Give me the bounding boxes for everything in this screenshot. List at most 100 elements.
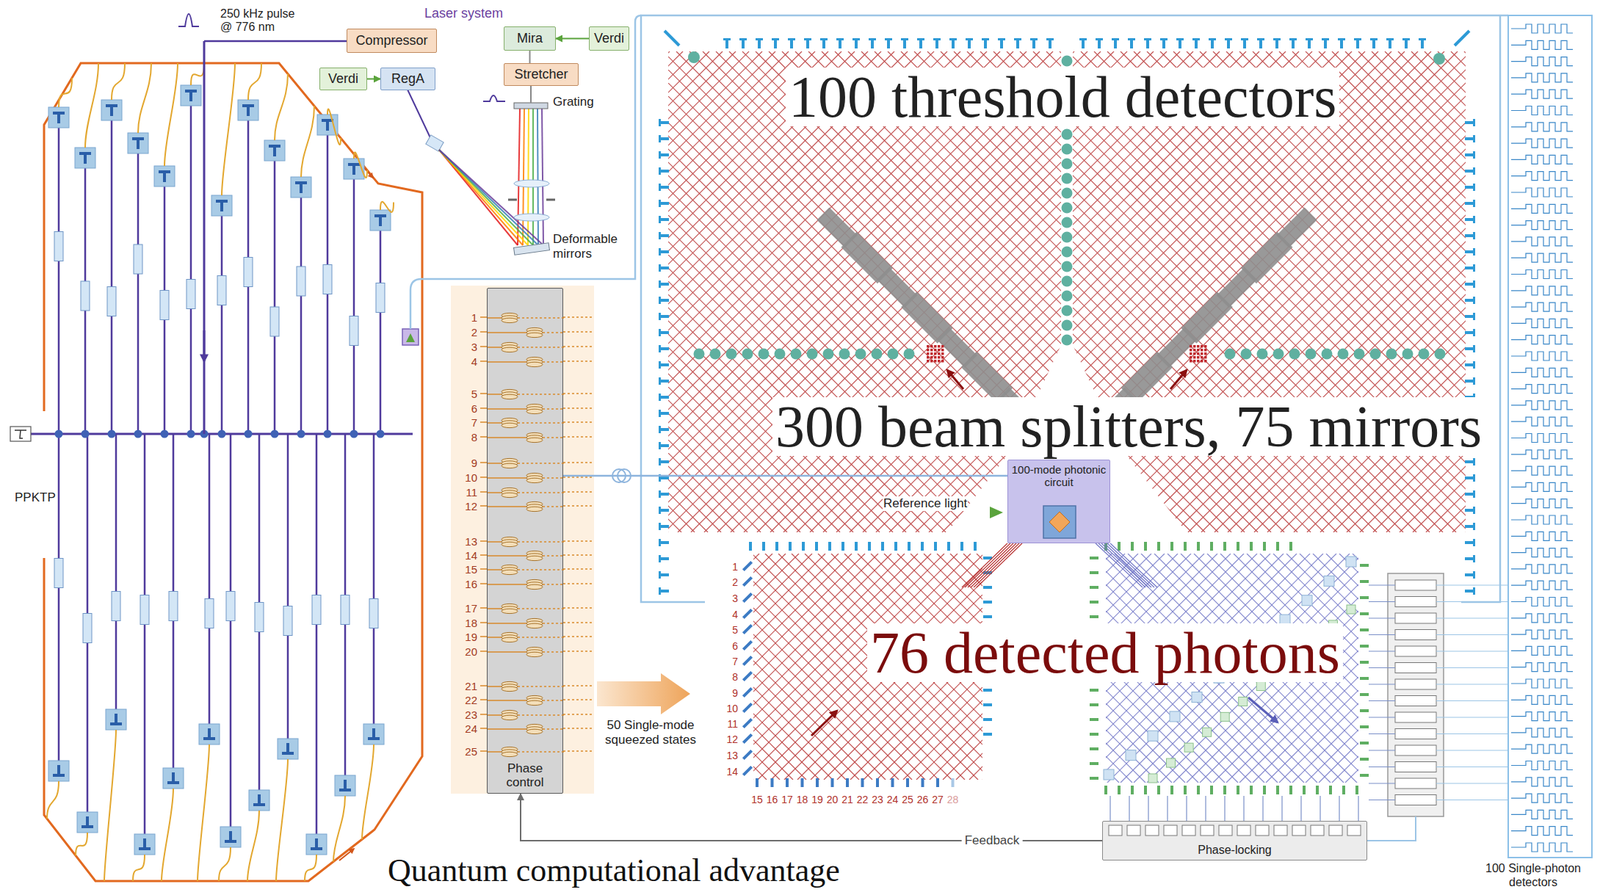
collection-lens xyxy=(158,171,171,183)
label-slot: 24 xyxy=(886,793,900,807)
waveguide xyxy=(187,51,669,533)
detector xyxy=(921,778,925,788)
collection-lens xyxy=(348,164,360,175)
bus-node xyxy=(297,430,306,439)
label-slot: 1 xyxy=(731,560,739,574)
detector-cap xyxy=(1079,38,1087,41)
pointer-arrow xyxy=(947,370,964,390)
detector-cap xyxy=(1472,135,1476,143)
overlay-heading: 100 threshold detectors xyxy=(785,67,1340,127)
phase-shifter xyxy=(1256,682,1266,691)
detector xyxy=(1210,541,1214,551)
node-label: Phase control xyxy=(490,761,560,791)
mirror xyxy=(1337,348,1349,360)
fiber xyxy=(1436,700,1509,702)
fiber xyxy=(1368,716,1396,718)
nanowire-detector xyxy=(1511,73,1573,83)
callout-number: 6 xyxy=(731,641,739,652)
nanowire-detector xyxy=(1511,630,1573,639)
callout-number: 14 xyxy=(464,549,479,561)
fiber xyxy=(1224,795,1225,821)
fiber-out xyxy=(563,713,595,716)
fiber xyxy=(1319,795,1321,821)
chip-die xyxy=(1043,505,1076,539)
fiber-out xyxy=(563,392,595,395)
mode-grid-cell xyxy=(937,345,941,349)
collection-lens xyxy=(268,146,281,157)
spectral-beam xyxy=(527,108,529,246)
nanowire-detector xyxy=(1511,646,1573,655)
mirror xyxy=(1257,348,1269,360)
label-slot: 14 xyxy=(725,765,739,779)
phase-locking-circuit xyxy=(876,541,1588,841)
detector-cap xyxy=(884,38,893,41)
detector xyxy=(1089,732,1099,736)
waveguide xyxy=(1331,553,1562,783)
detector xyxy=(742,608,753,619)
collection-unit xyxy=(220,826,241,848)
pump-branch xyxy=(373,433,376,725)
detector xyxy=(983,718,993,722)
detector xyxy=(1170,785,1174,795)
detector-cap xyxy=(1354,38,1362,41)
waveguide xyxy=(967,543,1014,588)
nanowire-detector xyxy=(1511,40,1573,50)
nanowire-detector xyxy=(1511,842,1573,852)
callout-number: 27 xyxy=(931,794,945,805)
detector-cap xyxy=(1472,361,1476,369)
fiber xyxy=(138,63,152,133)
nanowire-detector xyxy=(1511,695,1573,705)
nanowire-detector xyxy=(1511,122,1573,132)
fiber-out xyxy=(542,555,564,557)
fiber-out xyxy=(563,750,595,752)
connector xyxy=(367,78,381,81)
label-slot: 20 xyxy=(826,793,840,807)
fiber xyxy=(111,63,125,100)
ppktp-crystal xyxy=(111,591,121,622)
callout-number: 17 xyxy=(464,602,479,614)
detector xyxy=(785,778,789,788)
mirror xyxy=(1061,305,1073,317)
waveguide xyxy=(1450,51,1600,533)
ppktp-crystal xyxy=(349,316,359,346)
detector-cap xyxy=(658,377,661,385)
part-label: Reference light xyxy=(882,496,968,512)
label-slot: 25 xyxy=(464,745,479,759)
fiber-in xyxy=(487,393,502,396)
node-label: Stretcher xyxy=(513,66,568,83)
waveguide xyxy=(200,51,682,533)
detector-cap xyxy=(658,183,661,191)
detector-cap xyxy=(900,38,909,41)
fiber xyxy=(362,744,374,840)
detector xyxy=(742,749,753,760)
collection-lens xyxy=(138,838,151,849)
waveguide xyxy=(1095,543,1143,588)
detector xyxy=(1289,541,1293,551)
fiber xyxy=(1436,799,1509,801)
label-slot: 12 xyxy=(464,500,479,514)
detector-cap xyxy=(658,571,661,579)
fiber-coil xyxy=(526,584,543,589)
callout-number: 16 xyxy=(765,794,780,805)
fiber-in xyxy=(480,421,487,423)
waveguide xyxy=(1345,51,1600,533)
nanowire-detector xyxy=(1511,367,1573,377)
label-slot: 19 xyxy=(810,793,824,807)
collection-unit xyxy=(105,709,127,730)
callout-number: 11 xyxy=(464,486,479,498)
waveguide xyxy=(334,51,816,533)
fiber-out xyxy=(563,699,595,701)
detector xyxy=(1359,612,1369,616)
fiber-out xyxy=(563,331,595,333)
fiber xyxy=(247,810,260,882)
waveguide xyxy=(1452,51,1600,533)
fiber xyxy=(1436,749,1509,751)
detector-cap xyxy=(1273,38,1281,41)
mode-grid-cell xyxy=(941,359,945,363)
mode-grid-cell xyxy=(937,359,941,363)
detector-cap xyxy=(1472,328,1476,337)
bus-node xyxy=(55,430,64,439)
mode-grid-cell xyxy=(1193,348,1197,352)
callout-number: 7 xyxy=(731,656,739,667)
label-slot: Grating xyxy=(552,94,595,110)
